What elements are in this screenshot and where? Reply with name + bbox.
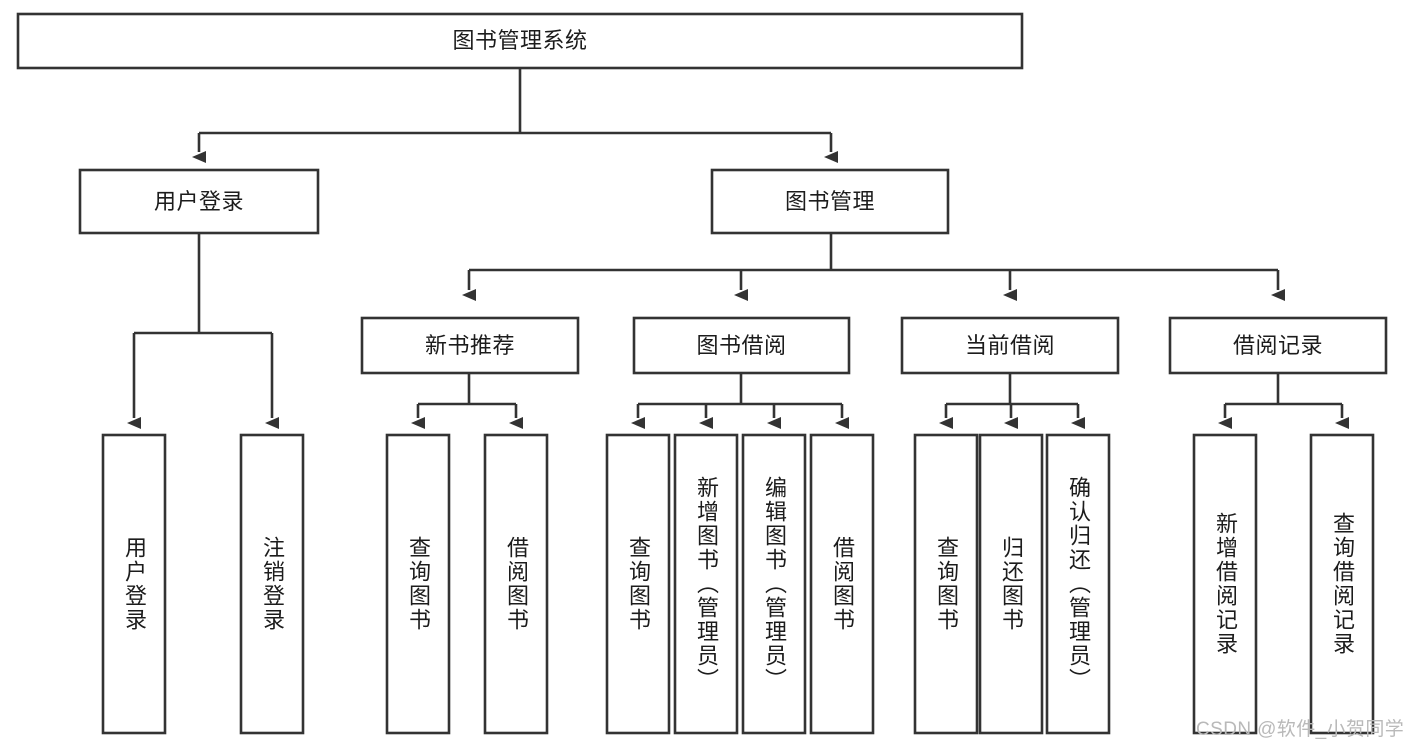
node-box-leaf-borrow-book-1[interactable] [483,433,549,735]
node-box-leaf-confirm-return[interactable] [1045,433,1111,735]
node-box-root[interactable] [16,12,1024,70]
node-box-leaf-user-logout[interactable] [239,433,305,735]
connector-group-root [192,68,838,163]
node-box-leaf-add-record[interactable] [1192,433,1258,735]
node-box-leaf-query-book-3[interactable] [913,433,979,735]
connector-group-book-management [462,233,1285,301]
connector-group-book-borrow [631,373,849,429]
connector-group-user-login [127,233,279,429]
node-box-current-borrow[interactable] [900,316,1120,375]
node-box-leaf-query-book-1[interactable] [385,433,451,735]
connector-group-borrow-record [1218,373,1349,429]
node-box-new-book-recommend[interactable] [360,316,580,375]
node-box-leaf-return-book[interactable] [978,433,1044,735]
connector-group-new-book-recommend [411,373,523,429]
node-box-book-borrow[interactable] [632,316,851,375]
connector-group-current-borrow [939,373,1085,429]
node-box-user-login[interactable] [78,168,320,235]
node-box-leaf-query-record[interactable] [1309,433,1375,735]
node-box-book-management[interactable] [710,168,950,235]
node-box-leaf-query-book-2[interactable] [605,433,671,735]
node-box-leaf-user-login[interactable] [101,433,167,735]
node-box-borrow-record[interactable] [1168,316,1388,375]
node-box-leaf-edit-book[interactable] [741,433,807,735]
node-box-leaf-borrow-book-2[interactable] [809,433,875,735]
node-box-leaf-add-book[interactable] [673,433,739,735]
